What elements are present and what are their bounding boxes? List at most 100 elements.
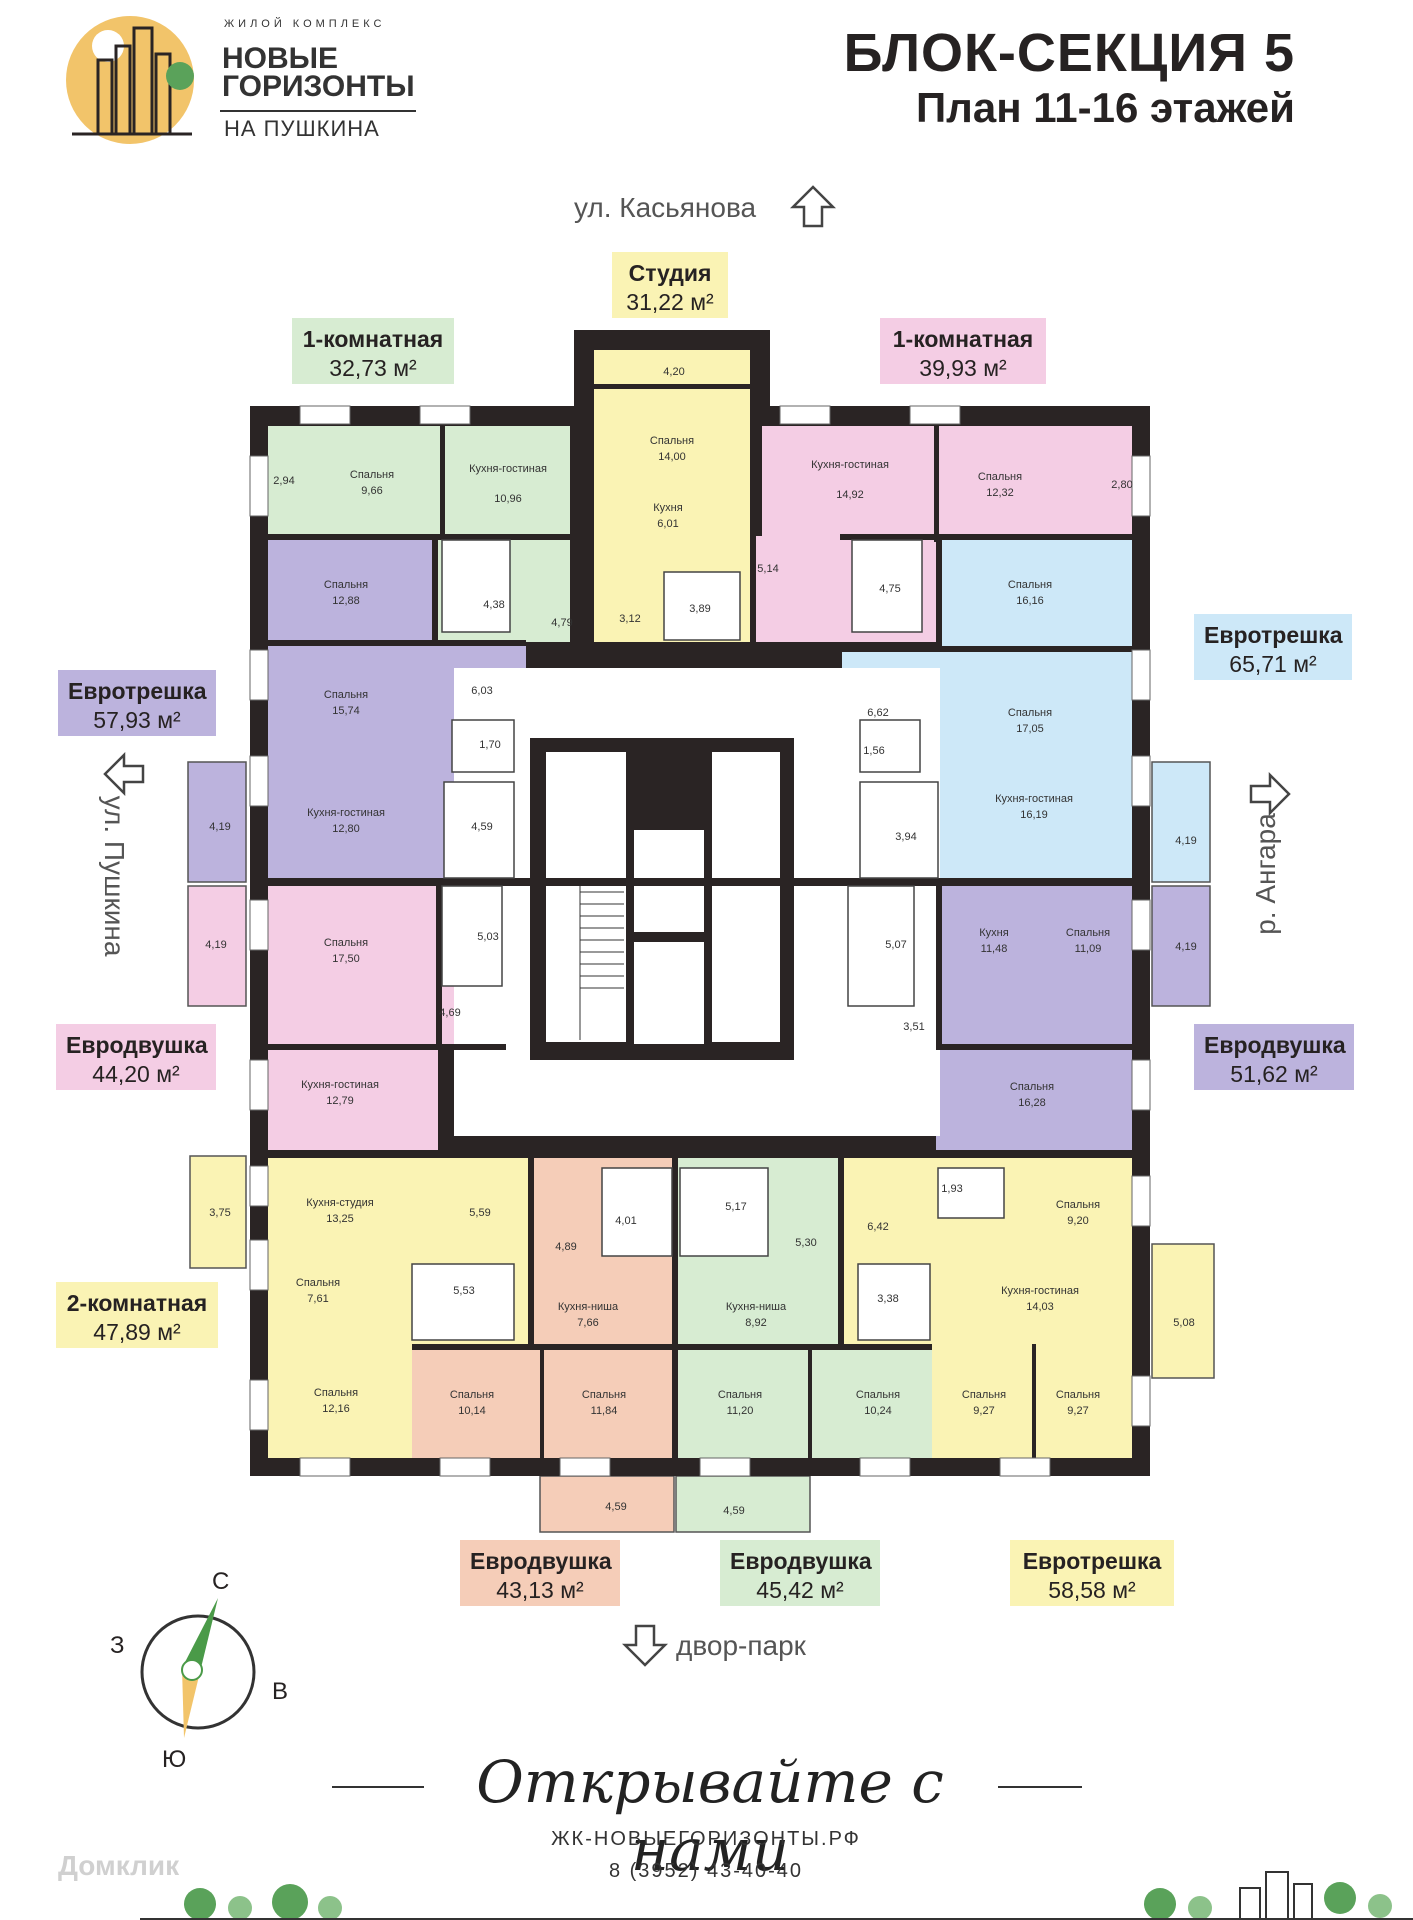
room-name: Кухня-ниша bbox=[558, 1301, 619, 1313]
logo: ЖИЛОЙ КОМПЛЕКС НОВЫЕ ГОРИЗОНТЫ НА ПУШКИН… bbox=[62, 8, 422, 148]
windows bbox=[249, 405, 1151, 1477]
apartment-area: 58,58 м² bbox=[1048, 1577, 1136, 1603]
room-area: 2,94 bbox=[273, 475, 294, 487]
phone: 8 (3952) 43-40-40 bbox=[608, 1860, 804, 1882]
room-area: 5,14 bbox=[757, 563, 778, 575]
room-area: 9,66 bbox=[361, 485, 382, 497]
watermark: Домклик bbox=[58, 1850, 180, 1881]
apartment-type: Евродвушка bbox=[470, 1548, 612, 1574]
room-area: 8,92 bbox=[745, 1317, 766, 1329]
balcony-east-lower bbox=[1151, 885, 1211, 1007]
street-south: двор-парк bbox=[676, 1630, 806, 1661]
balcony-west-lower bbox=[187, 885, 247, 1007]
room-area: 12,79 bbox=[326, 1095, 354, 1107]
room-name: Спальня bbox=[978, 471, 1022, 483]
room-area: 15,74 bbox=[332, 705, 360, 717]
apartment-label-euro3-west: Евротрешка 57,93 м² bbox=[58, 670, 216, 736]
room-area: 5,53 bbox=[453, 1285, 474, 1297]
apartment-label-euro2-south-left: Евродвушка 43,13 м² bbox=[460, 1540, 620, 1606]
room-area: 11,20 bbox=[727, 1405, 754, 1417]
apartment-label-1room-east: 1-комнатная 39,93 м² bbox=[880, 318, 1046, 384]
room-area: 11,09 bbox=[1075, 943, 1102, 955]
balcony-south-right bbox=[675, 1475, 811, 1533]
apartment-area: 57,93 м² bbox=[93, 707, 181, 733]
partitions bbox=[268, 384, 1132, 1458]
room-area: 7,66 bbox=[577, 1317, 598, 1329]
apartment-area: 51,62 м² bbox=[1230, 1061, 1318, 1087]
apartment-label-studio: Студия 31,22 м² bbox=[612, 252, 728, 318]
room-area: 5,59 bbox=[469, 1207, 490, 1219]
room-name: Кухня-гостиная bbox=[301, 1079, 379, 1091]
compass-south: Ю bbox=[162, 1746, 187, 1773]
room-name: Спальня bbox=[718, 1389, 762, 1401]
room-name: Спальня bbox=[1008, 707, 1052, 719]
apartment-area: 39,93 м² bbox=[919, 355, 1007, 381]
logo-sub: НА ПУШКИНА bbox=[224, 116, 380, 141]
apartment-area: 47,89 м² bbox=[93, 1319, 181, 1345]
apartment-type: Евродвушка bbox=[1204, 1032, 1346, 1058]
apartment-area: 44,20 м² bbox=[92, 1061, 180, 1087]
room-name: Спальня bbox=[1056, 1199, 1100, 1211]
apartment-type: 1-комнатная bbox=[302, 326, 444, 352]
room-area: 12,88 bbox=[332, 595, 360, 607]
core-room bbox=[712, 752, 780, 1042]
website: ЖК-НОВЫЕГОРИЗОНТЫ.РФ bbox=[551, 1828, 861, 1850]
balcony-east-upper bbox=[1151, 761, 1211, 883]
room-area: 12,16 bbox=[322, 1403, 350, 1415]
arrow-down-icon bbox=[622, 1624, 668, 1667]
room-name: Спальня bbox=[324, 937, 368, 949]
compass-north: С bbox=[212, 1568, 230, 1595]
room-area: 10,24 bbox=[864, 1405, 892, 1417]
slogan-line-left bbox=[332, 1786, 424, 1788]
apartment-label-2room: 2-комнатная 47,89 м² bbox=[56, 1282, 218, 1348]
apartment-label-euro2-south-right: Евродвушка 45,42 м² bbox=[720, 1540, 880, 1606]
apartment-area: 45,42 м² bbox=[756, 1577, 844, 1603]
bathrooms bbox=[411, 539, 1005, 1341]
room-name: Спальня bbox=[324, 579, 368, 591]
room-area: 4,20 bbox=[663, 366, 684, 378]
apartment-label-euro2-west: Евродвушка 44,20 м² bbox=[56, 1024, 216, 1090]
room-area: 4,75 bbox=[879, 583, 900, 595]
balcony-west-bottom bbox=[189, 1155, 247, 1269]
unit-euro3-south bbox=[840, 1158, 1132, 1458]
arrow-right-icon bbox=[1249, 772, 1291, 816]
room-area: 4,59 bbox=[723, 1505, 744, 1517]
room-area: 3,94 bbox=[895, 831, 916, 843]
slogan-line-right bbox=[998, 1786, 1082, 1788]
room-area: 5,03 bbox=[477, 931, 498, 943]
room-area: 6,62 bbox=[867, 707, 888, 719]
room-name: Спальня bbox=[350, 469, 394, 481]
room-area: 4,01 bbox=[615, 1215, 636, 1227]
room-area: 4,38 bbox=[483, 599, 504, 611]
room-area: 2,80 bbox=[1111, 479, 1132, 491]
room-area: 4,89 bbox=[555, 1241, 576, 1253]
room-area: 16,16 bbox=[1016, 595, 1044, 607]
room-area: 4,69 bbox=[439, 1007, 460, 1019]
room-name: Спальня bbox=[1008, 579, 1052, 591]
apartment-type: 1-комнатная bbox=[892, 326, 1034, 352]
footer-trees bbox=[140, 1871, 1413, 1920]
room-area: 13,25 bbox=[326, 1213, 354, 1225]
balcony-west-upper bbox=[187, 761, 247, 883]
room-area: 11,48 bbox=[981, 943, 1008, 955]
room-area: 3,12 bbox=[619, 613, 640, 625]
room-name: Спальня bbox=[324, 689, 368, 701]
apartment-label-euro3-south: Евротрешка 58,58 м² bbox=[1010, 1540, 1174, 1606]
apartment-label-euro3-east: Евротрешка 65,71 м² bbox=[1194, 614, 1352, 680]
room-area: 16,28 bbox=[1018, 1097, 1046, 1109]
room-name: Спальня bbox=[1066, 927, 1110, 939]
elevator-2 bbox=[634, 942, 704, 1044]
apartment-type: 2-комнатная bbox=[66, 1290, 208, 1316]
apartment-area: 65,71 м² bbox=[1229, 651, 1317, 677]
room-name: Спальня bbox=[582, 1389, 626, 1401]
room-area: 5,30 bbox=[795, 1237, 816, 1249]
room-area: 9,27 bbox=[973, 1405, 994, 1417]
room-area: 1,93 bbox=[941, 1183, 962, 1195]
compass bbox=[140, 1598, 256, 1738]
room-area: 3,51 bbox=[903, 1021, 924, 1033]
room-area: 17,50 bbox=[332, 953, 360, 965]
room-area: 16,19 bbox=[1020, 809, 1048, 821]
room-area: 9,20 bbox=[1067, 1215, 1088, 1227]
room-area: 4,19 bbox=[1175, 835, 1196, 847]
